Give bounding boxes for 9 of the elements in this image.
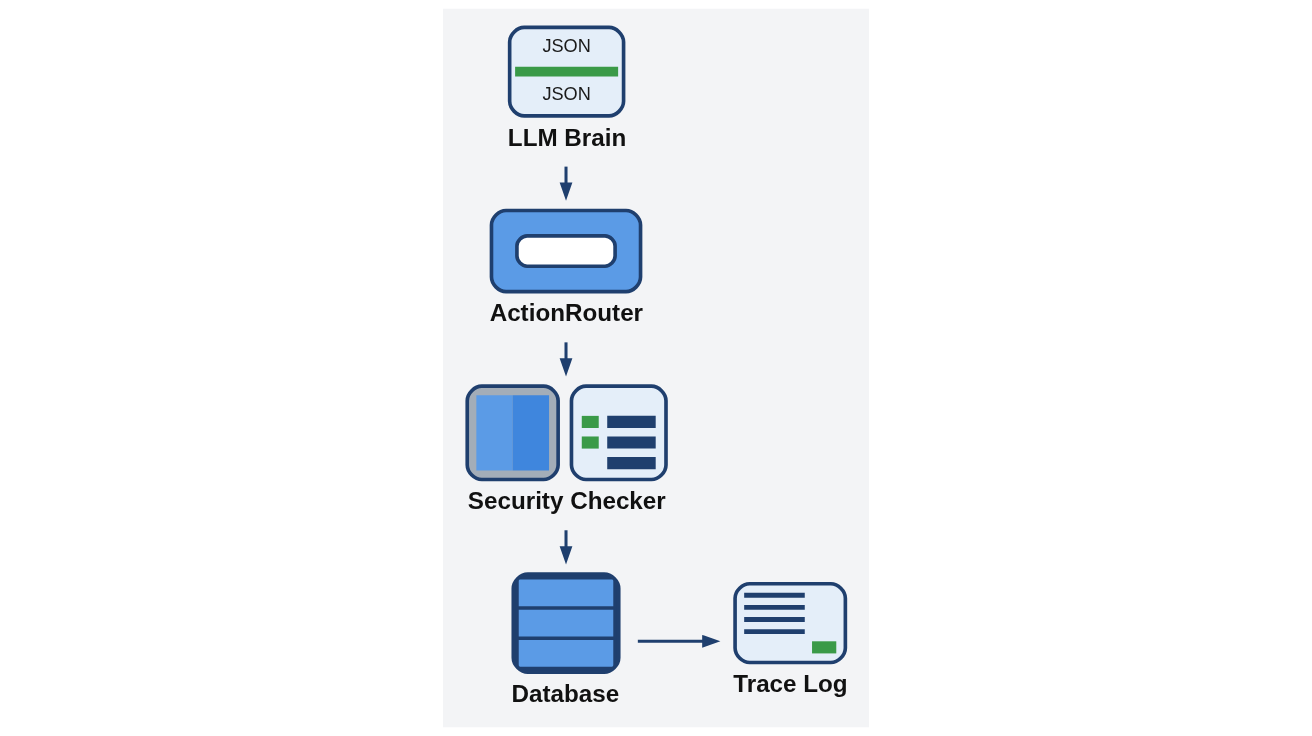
node-label: Database bbox=[511, 679, 620, 707]
arrow bbox=[637, 634, 721, 648]
arrow bbox=[559, 530, 573, 565]
node-label: ActionRouter bbox=[489, 299, 644, 327]
node-label: LLM Brain bbox=[507, 123, 627, 151]
node-label: Security Checker bbox=[467, 487, 666, 515]
node-label: Trace Log bbox=[733, 670, 848, 698]
arrow bbox=[559, 342, 573, 377]
arrow bbox=[559, 166, 573, 201]
